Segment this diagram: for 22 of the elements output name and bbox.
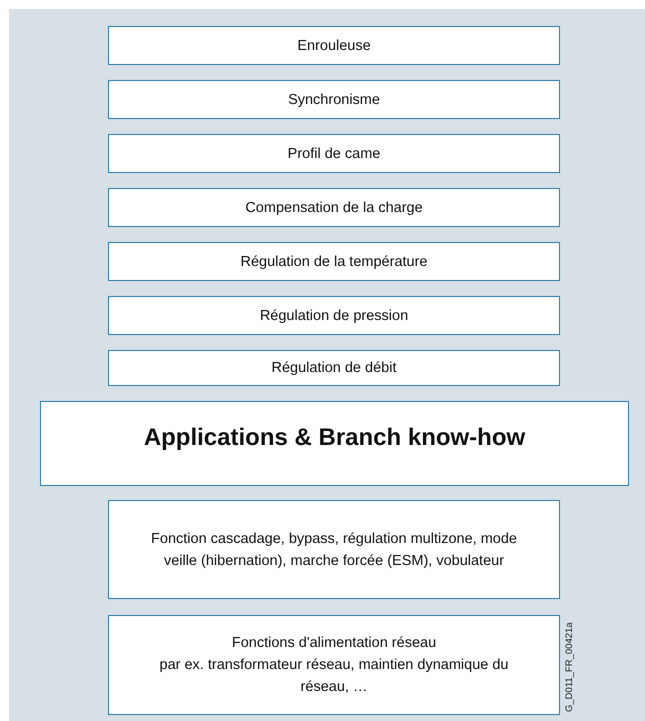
process-box — [40, 401, 629, 486]
box-text: Profil de came — [288, 146, 380, 162]
process-box — [108, 615, 560, 715]
process-box — [108, 80, 560, 119]
process-box — [108, 500, 560, 599]
box-text: Régulation de la température — [240, 254, 428, 270]
box-text: Régulation de débit — [272, 360, 396, 376]
box-text: Fonctions d'alimentation réseau — [232, 634, 436, 653]
drawing-number: G_D011_FR_00421a — [564, 621, 576, 712]
box-text: Compensation de la charge — [245, 200, 423, 216]
box-text: Régulation de pression — [260, 308, 408, 324]
heading-text: Applications & Branch know-how — [144, 424, 526, 452]
process-box — [108, 26, 560, 65]
box-text: par ex. transformateur réseau, maintien dynamique du réseau, … — [158, 656, 510, 697]
process-box — [108, 350, 560, 386]
process-box — [108, 188, 560, 227]
process-box — [108, 296, 560, 335]
process-box — [108, 242, 560, 281]
process-box — [108, 134, 560, 173]
box-text: Synchronisme — [288, 92, 380, 108]
box-text: Enrouleuse — [297, 38, 371, 54]
box-text: Fonction cascadage, bypass, régulation multizone, mode veille (hibernation), marche forcée (ESM), vobulateur — [150, 530, 518, 570]
